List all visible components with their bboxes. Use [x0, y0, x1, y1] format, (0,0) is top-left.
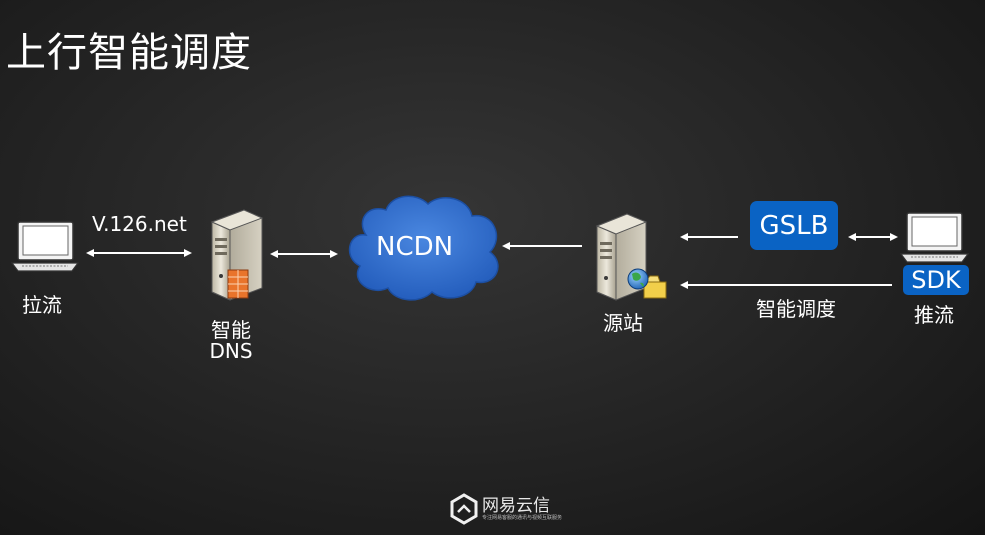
push-label: 推流 [914, 303, 954, 327]
origin-label: 源站 [603, 311, 643, 335]
brand-block: 网易云信 专注网易客服的通讯与视频互联服务 [482, 497, 562, 521]
dns-label-line2: DNS [209, 339, 253, 363]
origin-server-icon [595, 213, 667, 301]
url-label: V.126.net [92, 212, 187, 236]
smart-dispatch-label: 智能调度 [756, 297, 836, 321]
pull-laptop-icon [10, 221, 80, 272]
ncdn-label: NCDN [376, 232, 454, 262]
push-laptop-icon [899, 212, 970, 263]
gslb-badge: GSLB [750, 201, 838, 250]
page-title: 上行智能调度 [6, 30, 252, 76]
sdk-badge: SDK [903, 265, 969, 295]
ncdn-cloud-icon [348, 195, 499, 301]
dns-label-line1: 智能 [211, 318, 251, 342]
brand-name: 网易云信 [482, 496, 550, 516]
brand-tagline: 专注网易客服的通讯与视频互联服务 [482, 515, 563, 521]
brand-logo-icon [450, 493, 478, 525]
dns-server-icon [210, 209, 264, 301]
pull-label: 拉流 [22, 293, 62, 317]
